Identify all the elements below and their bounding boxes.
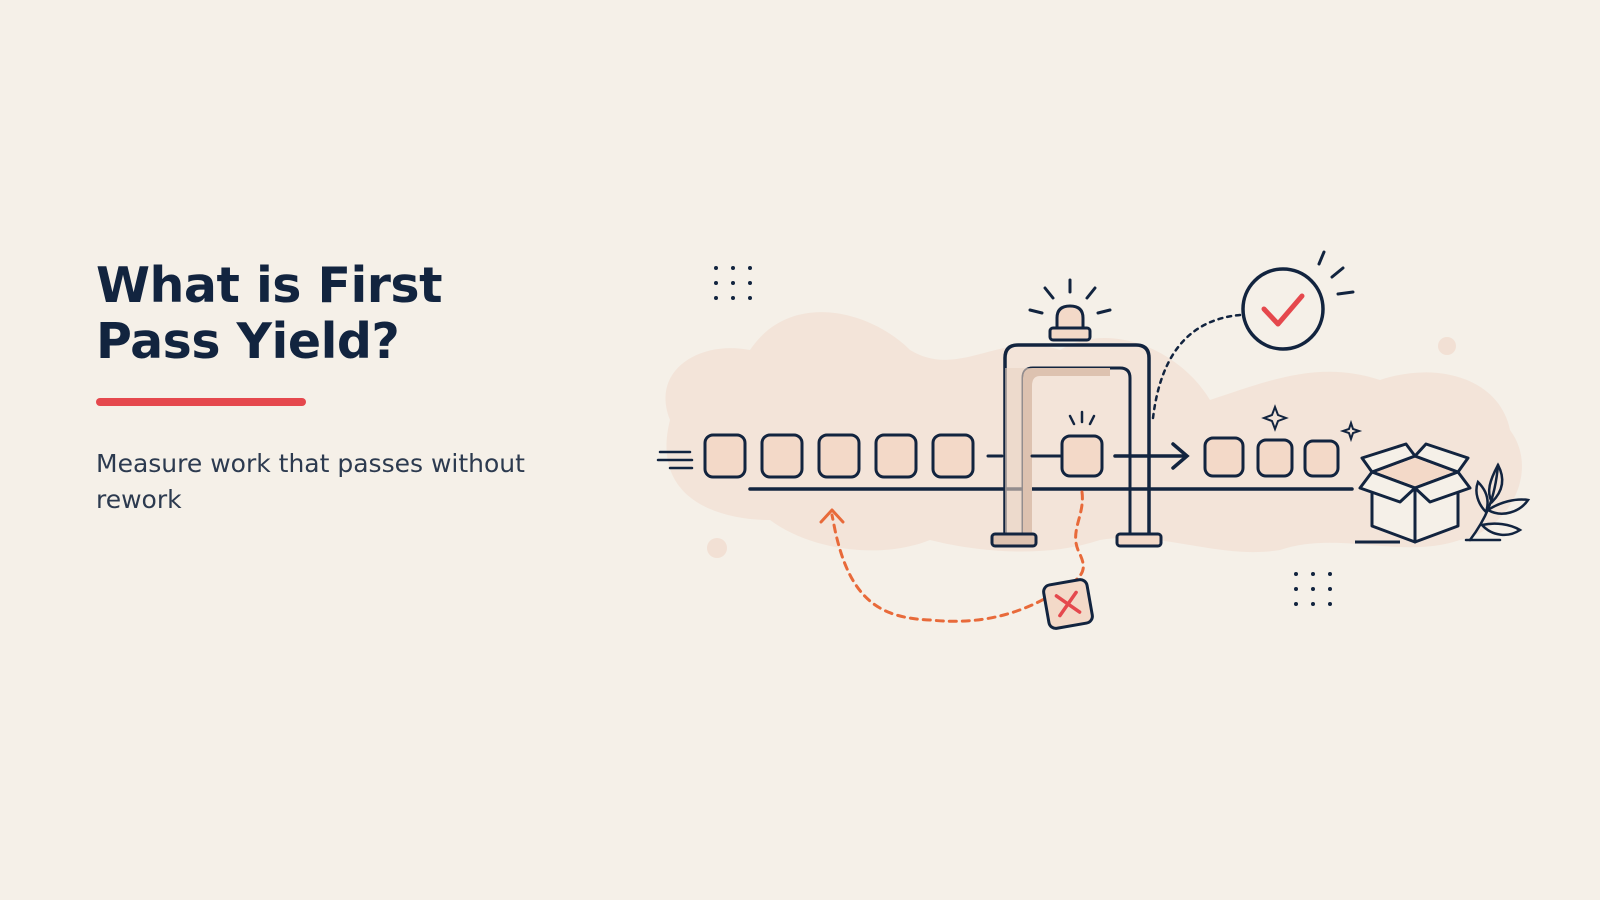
rework-dashed-path (830, 490, 1085, 623)
pass-arrow-icon (1113, 442, 1190, 470)
speed-lines-icon (656, 450, 694, 470)
decor-dot-left (707, 538, 727, 558)
plant-sprig-icon (1464, 462, 1531, 542)
title-accent-bar (96, 398, 306, 406)
inspection-gate-icon (990, 343, 1163, 548)
text-block: What is First Pass Yield? Measure work t… (96, 258, 576, 518)
first-pass-yield-illustration (656, 250, 1531, 630)
incoming-items (703, 433, 975, 479)
inspected-item (1030, 410, 1104, 478)
rework-arrowhead (819, 508, 845, 524)
alarm-light-icon (1028, 278, 1112, 342)
open-box-icon (1355, 442, 1472, 544)
dot-grid-icon (714, 266, 752, 300)
page-title: What is First Pass Yield? (96, 257, 443, 370)
background-blob (665, 312, 1522, 553)
dot-grid-icon (1294, 572, 1332, 606)
decor-dot-right (1438, 337, 1456, 355)
reject-x-icon (1042, 578, 1094, 630)
checkmark-circle-icon (1241, 250, 1355, 351)
page-subtitle: Measure work that passes without rework (96, 449, 525, 514)
pass-dotted-path (1151, 313, 1242, 420)
passed-items (1203, 436, 1340, 478)
sparkle-icon (1261, 404, 1289, 432)
sparkle-icon (1339, 419, 1363, 443)
